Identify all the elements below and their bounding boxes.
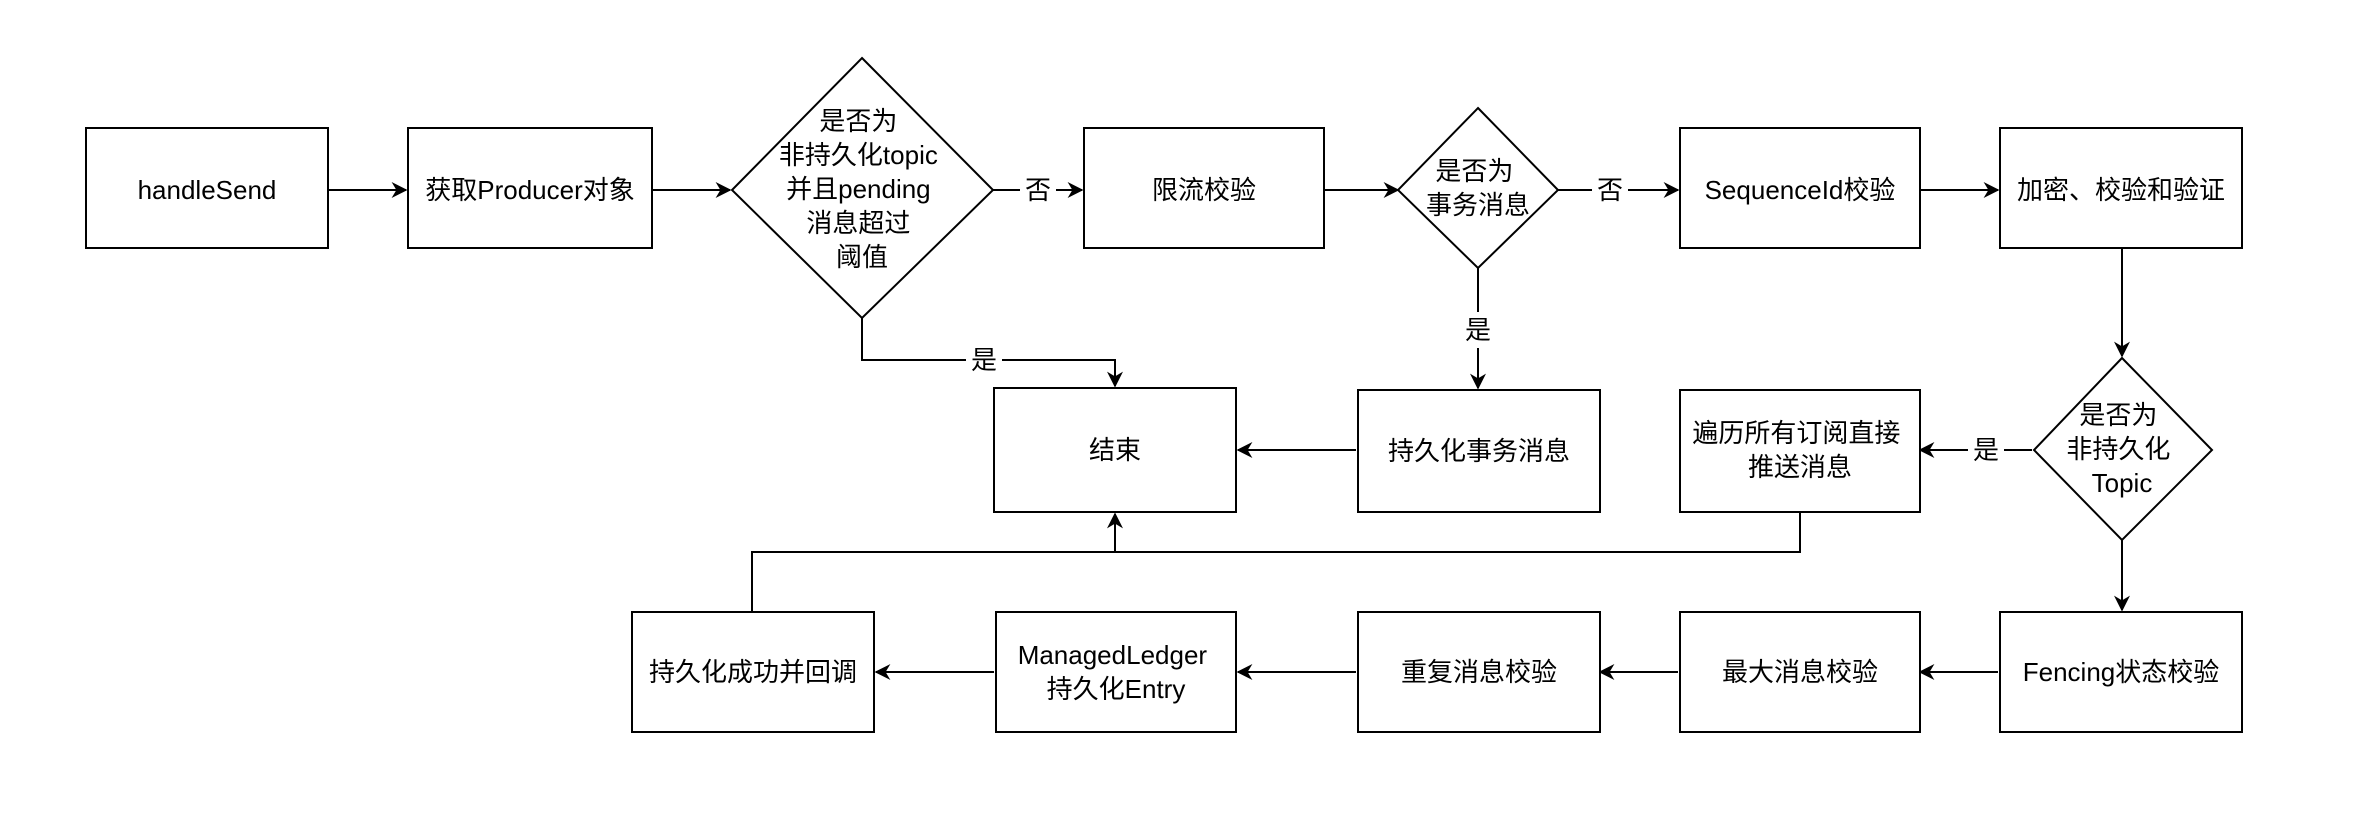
node-end-label: 结束 (1089, 435, 1141, 465)
node-handle-send-label: handleSend (138, 175, 277, 205)
node-persist-success-callback: 持久化成功并回调 (631, 611, 875, 733)
edges (328, 182, 2130, 680)
edge-label-yes-3: 是 (1973, 435, 1999, 465)
node-sequence-id-check: SequenceId校验 (1679, 127, 1921, 249)
node-encrypt-verify-label: 加密、校验和验证 (2017, 175, 2225, 205)
node-encrypt-verify: 加密、校验和验证 (1999, 127, 2243, 249)
decision-nonpersistent-topic-label: 是否为 非持久化 Topic (2066, 400, 2177, 498)
node-persist-transaction-label: 持久化事务消息 (1388, 436, 1570, 466)
node-get-producer: 获取Producer对象 (407, 127, 653, 249)
edge-labels: 否 是 否 是 是 (966, 172, 2004, 468)
edge-label-yes-1: 是 (971, 345, 997, 375)
node-persist-transaction: 持久化事务消息 (1357, 389, 1601, 513)
node-managed-ledger-persist: ManagedLedger 持久化Entry (995, 611, 1237, 733)
node-end: 结束 (993, 387, 1237, 513)
decision-nonpersistent-topic: 是否为 非持久化 Topic (2032, 356, 2214, 542)
node-fencing-check-label: Fencing状态校验 (2023, 657, 2220, 687)
node-duplicate-check-label: 重复消息校验 (1401, 657, 1557, 687)
edge-label-no-1: 否 (1025, 175, 1051, 205)
node-get-producer-label: 获取Producer对象 (425, 175, 635, 205)
node-max-message-check-label: 最大消息校验 (1722, 657, 1878, 687)
node-managed-ledger-persist-label: ManagedLedger 持久化Entry (1018, 640, 1215, 704)
node-traverse-push: 遍历所有订阅直接 推送消息 (1679, 389, 1921, 513)
edge-traverse-to-end (1115, 512, 1801, 553)
decision-nonpersistent-pending: 是否为 非持久化topic 并且pending 消息超过 阈值 (730, 56, 995, 320)
node-rate-limit-check-label: 限流校验 (1152, 175, 1256, 205)
node-persist-success-callback-label: 持久化成功并回调 (649, 657, 857, 687)
edge-callback-to-end (751, 512, 1123, 612)
edge-label-yes-2: 是 (1465, 315, 1491, 345)
node-traverse-push-label: 遍历所有订阅直接 推送消息 (1692, 418, 1907, 482)
node-duplicate-check: 重复消息校验 (1357, 611, 1601, 733)
decision-nonpersistent-pending-label: 是否为 非持久化topic 并且pending 消息超过 阈值 (779, 106, 945, 272)
node-fencing-check: Fencing状态校验 (1999, 611, 2243, 733)
decision-transaction-label: 是否为 事务消息 (1426, 156, 1530, 220)
node-rate-limit-check: 限流校验 (1083, 127, 1325, 249)
edge-label-no-2: 否 (1597, 175, 1623, 205)
node-max-message-check: 最大消息校验 (1679, 611, 1921, 733)
node-sequence-id-check-label: SequenceId校验 (1705, 175, 1896, 205)
node-handle-send: handleSend (85, 127, 329, 249)
decision-transaction: 是否为 事务消息 (1396, 106, 1560, 270)
